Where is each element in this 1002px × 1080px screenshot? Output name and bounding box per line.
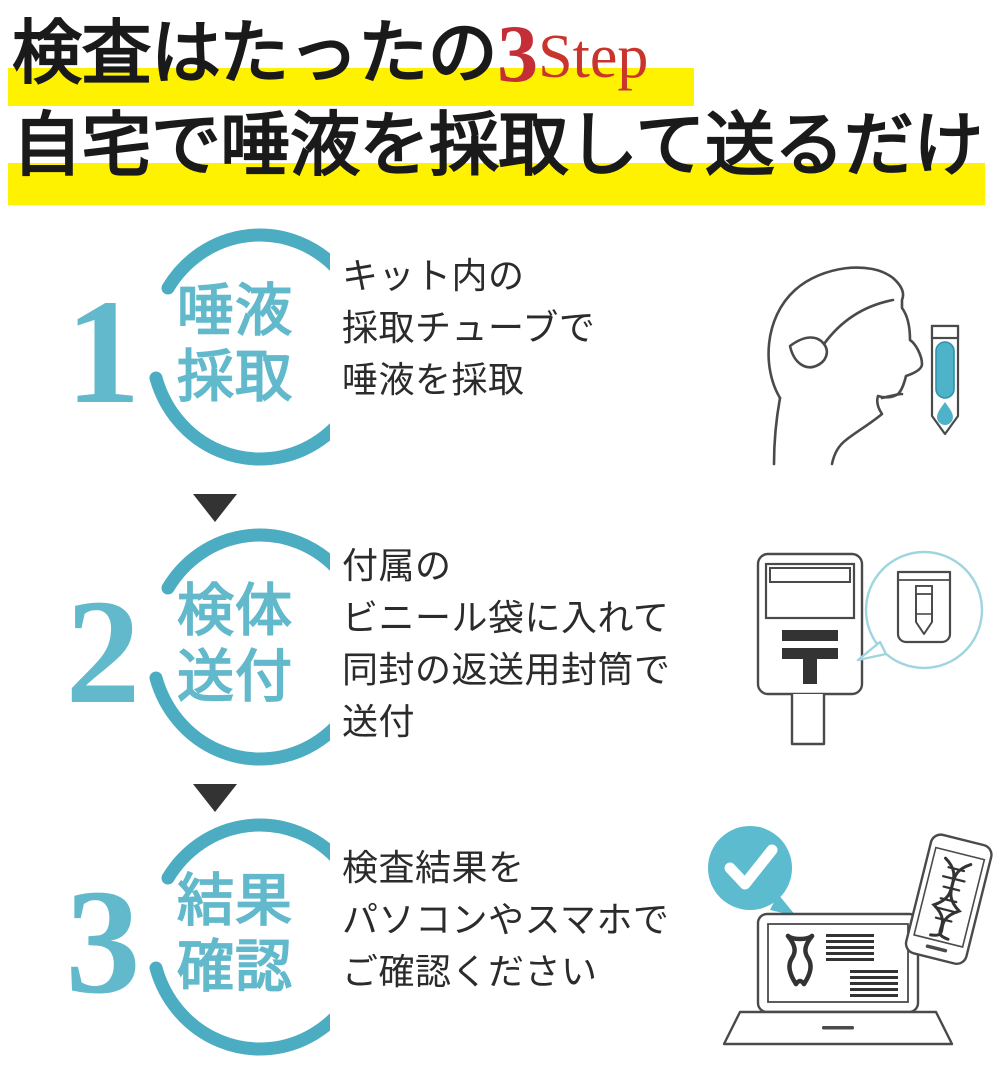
step-description-1-line3: 唾液を採取 bbox=[342, 359, 525, 400]
step-label-3: 結果 確認 bbox=[140, 868, 330, 1000]
step-description-1-line2: 採取チューブで bbox=[342, 307, 596, 348]
step-item-1: 1 唾液 採取 キット内の 採取チューブで 唾液を採取 bbox=[0, 228, 1002, 478]
step-description-3-line2: パソコンやスマホで bbox=[342, 899, 670, 940]
smartphone-icon bbox=[904, 833, 993, 965]
step-label-2-line1: 検体 bbox=[177, 579, 293, 643]
heading-line-2-text: 自宅で唾液を採取して送るだけ bbox=[12, 108, 983, 185]
step-item-2: 2 検体 送付 付属の ビニール袋に入れて 同封の返送用封筒で 送付 bbox=[0, 528, 1002, 778]
step-label-3-line1: 結果 bbox=[177, 869, 293, 933]
step-ring-1 bbox=[149, 228, 330, 466]
step-description-2-line3: 同封の返送用封筒で bbox=[342, 649, 671, 690]
step-description-2-line1: 付属の bbox=[342, 545, 452, 586]
heading-step-number: 3 bbox=[497, 8, 539, 99]
postbox-icon bbox=[756, 552, 864, 746]
step-description-3-line3: ご確認ください bbox=[342, 951, 598, 992]
step-description-1: キット内の 採取チューブで 唾液を採取 bbox=[342, 250, 722, 406]
step-description-2-line2: ビニール袋に入れて bbox=[342, 597, 670, 638]
step-ring-2 bbox=[149, 528, 330, 766]
highlight-band-line2 bbox=[8, 163, 985, 205]
result-text-lines-b bbox=[850, 970, 898, 997]
step-description-2: 付属の ビニール袋に入れて 同封の返送用封筒で 送付 bbox=[342, 540, 722, 748]
heading-block: 検査はたったの3Step 自宅で唾液を採取して送るだけ bbox=[0, 0, 1002, 215]
saliva-tube-icon bbox=[930, 324, 960, 436]
step-badge-1: 1 唾液 採取 bbox=[20, 228, 330, 478]
step-badge-3: 3 結果 確認 bbox=[20, 818, 330, 1068]
step-label-1: 唾液 採取 bbox=[140, 278, 330, 410]
step-label-1-line1: 唾液 bbox=[177, 279, 293, 343]
step-connector-arrow-1 bbox=[0, 488, 1002, 528]
dna-helix-icon bbox=[929, 856, 973, 941]
step-label-3-line2: 確認 bbox=[177, 935, 293, 999]
speech-bubble-bagged-tube bbox=[856, 550, 984, 670]
heading-step-word: Step bbox=[538, 23, 649, 91]
result-text-lines-a bbox=[826, 934, 874, 961]
step-description-3-line1: 検査結果を bbox=[342, 847, 525, 888]
step-label-2-line2: 送付 bbox=[177, 645, 293, 709]
check-mark-bubble-icon bbox=[708, 826, 796, 916]
laptop-icon bbox=[722, 912, 954, 1046]
illustration-laptop-smartphone-dna-results bbox=[700, 818, 1000, 1073]
step-label-2: 検体 送付 bbox=[140, 578, 330, 710]
heading-line-2: 自宅で唾液を採取して送るだけ bbox=[12, 108, 983, 184]
down-triangle-icon bbox=[193, 784, 237, 812]
heading-line-1: 検査はたったの3Step bbox=[12, 13, 649, 95]
step-number-3: 3 bbox=[65, 859, 141, 1025]
step-description-1-line1: キット内の bbox=[342, 255, 525, 296]
illustration-japanese-postbox-with-bagged-tube bbox=[740, 538, 990, 768]
step-description-3: 検査結果を パソコンやスマホで ご確認ください bbox=[342, 842, 722, 998]
illustration-head-profile-with-saliva-tube bbox=[750, 248, 990, 468]
step-description-2-line4: 送付 bbox=[342, 701, 416, 742]
step-ring-3 bbox=[149, 818, 330, 1056]
down-triangle-icon bbox=[193, 494, 237, 522]
step-label-1-line2: 採取 bbox=[177, 345, 293, 409]
step-connector-arrow-2 bbox=[0, 778, 1002, 818]
step-badge-2: 2 検体 送付 bbox=[20, 528, 330, 778]
step-item-3: 3 結果 確認 検査結果を パソコンやスマホで ご確認ください bbox=[0, 818, 1002, 1068]
chromosome-icon bbox=[785, 933, 815, 987]
highlight-band-line1 bbox=[8, 68, 694, 106]
step-number-2: 2 bbox=[65, 569, 141, 735]
heading-line-1-text: 検査はたったの bbox=[12, 16, 498, 93]
step-number-1: 1 bbox=[65, 269, 141, 435]
